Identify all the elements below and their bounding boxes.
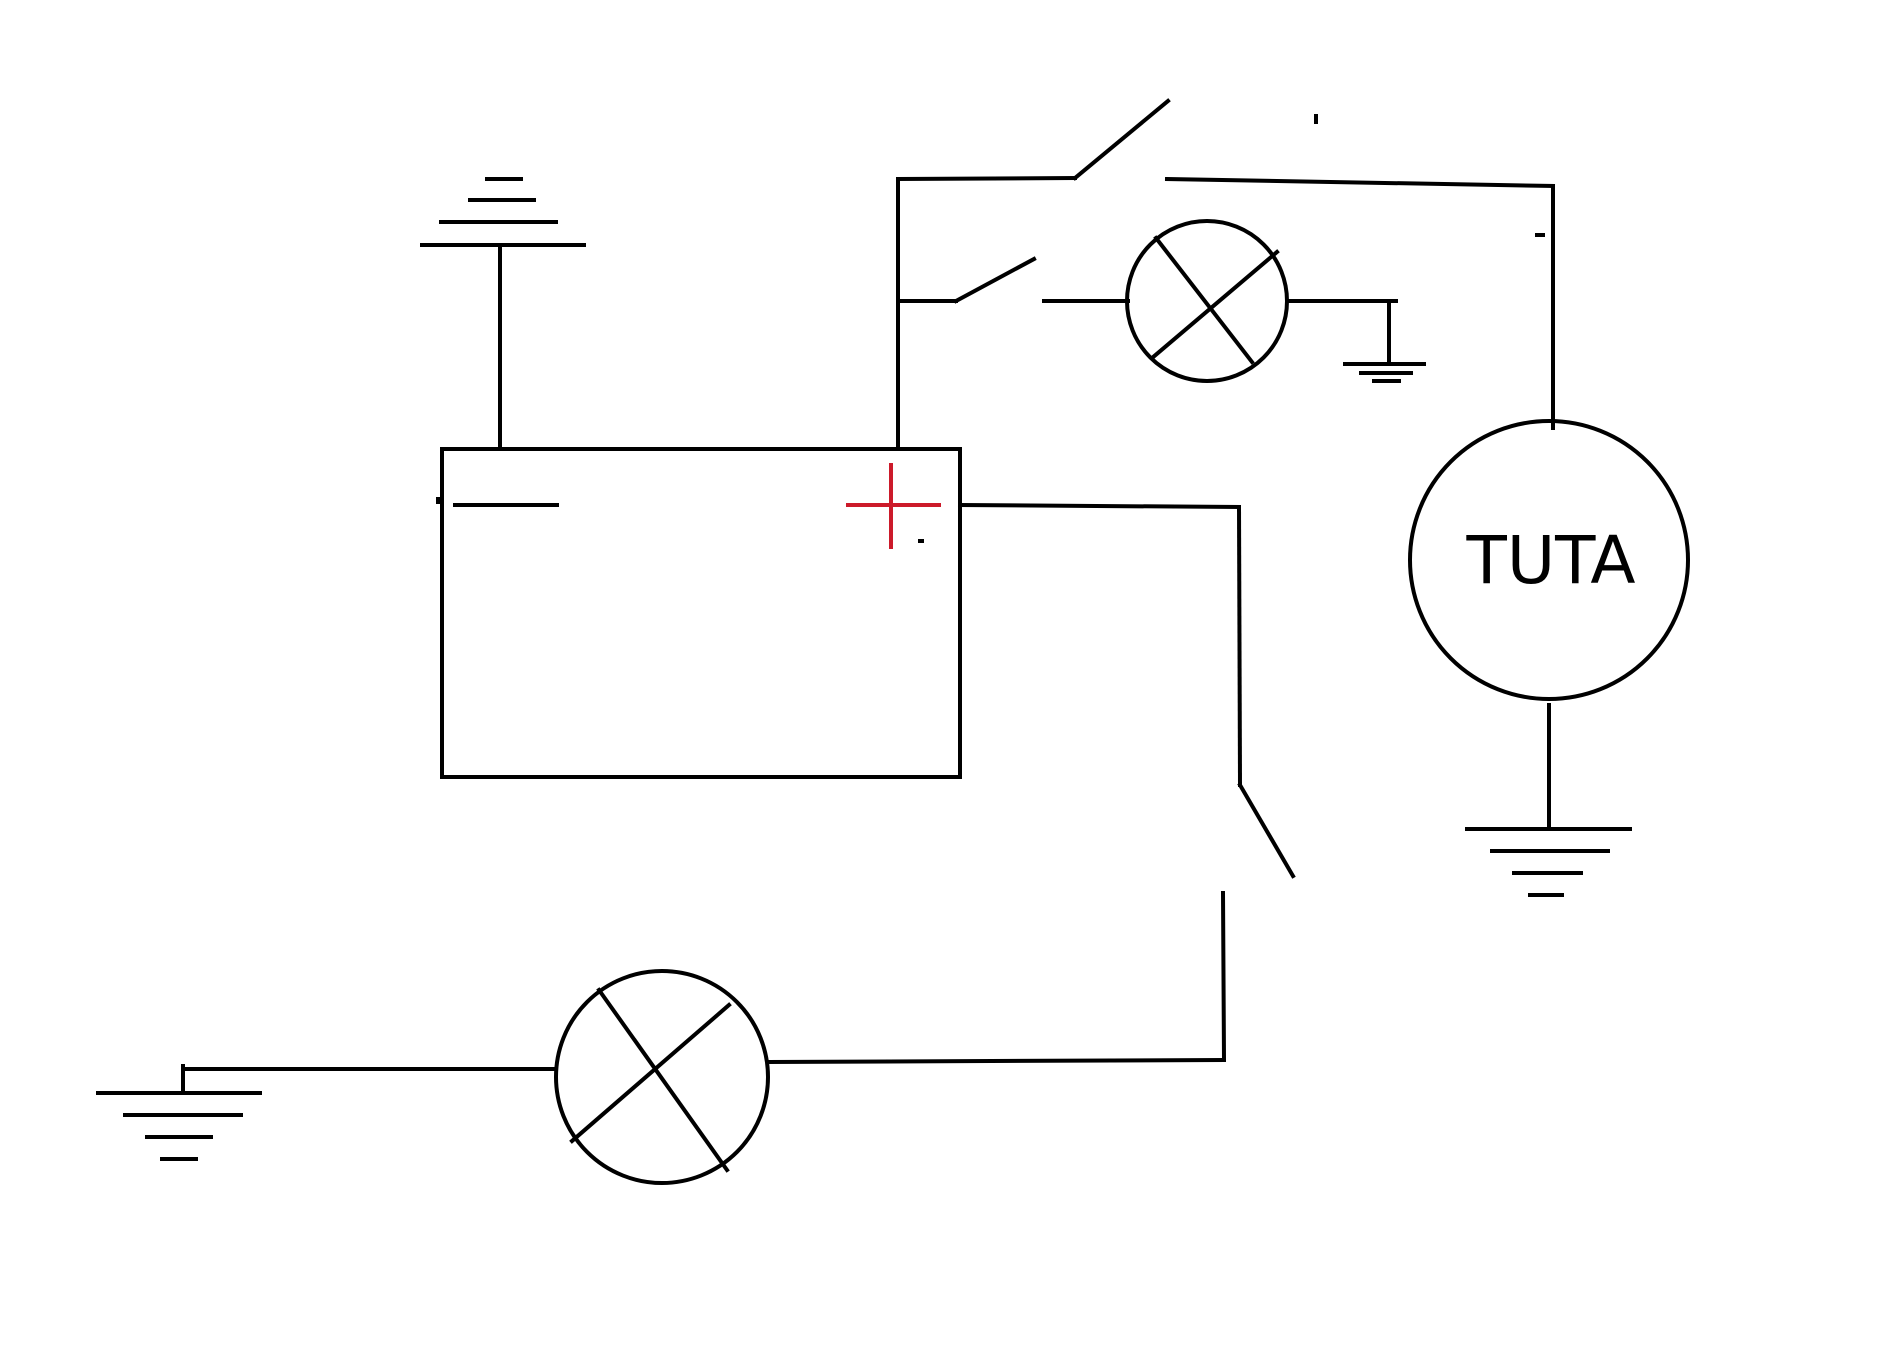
- switch-lamp-lower: [1237, 782, 1296, 879]
- horn: TUTA: [1408, 419, 1690, 701]
- switch-lamp-upper: [953, 256, 1037, 304]
- horn-switch-feed-wire: [895, 175, 1078, 182]
- lamp-upper: [1125, 219, 1289, 383]
- switch-horn: [1072, 98, 1171, 181]
- horn-feed-wire: [1164, 176, 1556, 189]
- lamp-lower: [554, 969, 770, 1185]
- lamp-lower-riser-wire: [1236, 504, 1243, 788]
- lamp-lower-feed-wire: [957, 502, 1242, 510]
- ground-lamp-upper: [1343, 362, 1426, 383]
- battery: [440, 447, 962, 779]
- ground-battery: [420, 177, 586, 247]
- positive-terminal: [846, 463, 941, 549]
- ground-horn: [1465, 827, 1632, 897]
- lamp-lower-input-wire: [766, 1057, 1226, 1065]
- ground-lamp-lower: [96, 1091, 262, 1161]
- lamp-lower-return-riser-wire: [1220, 890, 1227, 1063]
- horn-label: TUTA: [1466, 522, 1636, 599]
